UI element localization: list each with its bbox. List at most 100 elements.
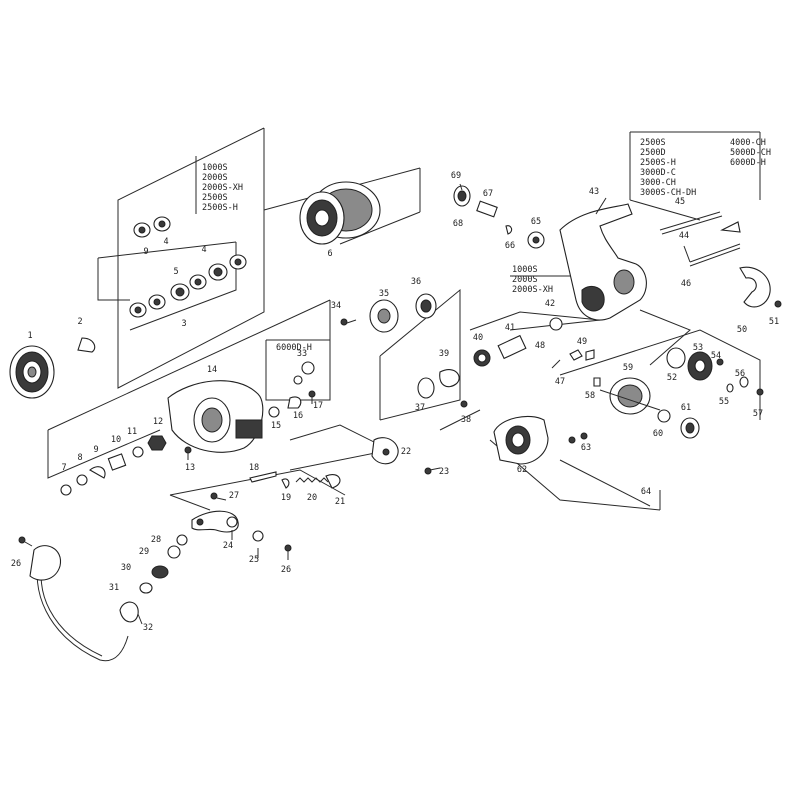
callout-1: 1 xyxy=(27,331,32,341)
callout-53: 53 xyxy=(693,343,703,353)
callout-2: 2 xyxy=(77,317,82,327)
callout-39: 39 xyxy=(439,349,449,359)
callout-59: 59 xyxy=(623,363,633,373)
callout-55: 55 xyxy=(719,397,729,407)
bail-model-c2-0: 4000-CH xyxy=(730,138,766,148)
callout-42: 42 xyxy=(545,299,555,309)
washer-bracket xyxy=(97,258,130,301)
callout-50: 50 xyxy=(737,325,747,335)
callout-26b: 26 xyxy=(11,559,21,569)
model-box-6000 xyxy=(265,339,331,401)
part-58-61-drive-gear xyxy=(593,377,700,439)
part-47-49 xyxy=(551,349,595,369)
callout-20: 20 xyxy=(307,493,317,503)
callout-33: 33 xyxy=(297,349,307,359)
part-23-screw xyxy=(424,467,432,475)
spool-model-3: 2500S xyxy=(202,193,228,203)
bail-model-c2-1: 5000D-CH xyxy=(730,148,771,158)
callout-68: 68 xyxy=(453,219,463,229)
callout-12: 12 xyxy=(153,417,163,427)
callout-21: 21 xyxy=(335,497,345,507)
callout-69: 69 xyxy=(451,171,461,181)
callout-17: 17 xyxy=(313,401,323,411)
body-housing-bracket xyxy=(47,429,161,479)
callout-65: 65 xyxy=(531,217,541,227)
part-small-left xyxy=(60,435,192,496)
callout-18: 18 xyxy=(249,463,259,473)
part-35-36-rotor-nut xyxy=(340,293,437,333)
rotor-model-2: 2000S-XH xyxy=(512,285,553,295)
callout-38: 38 xyxy=(461,415,471,425)
part-44-46-pins xyxy=(659,211,741,267)
callout-46: 46 xyxy=(681,279,691,289)
part-15-17 xyxy=(268,361,316,418)
callout-24: 24 xyxy=(223,541,233,551)
callout-41: 41 xyxy=(505,323,515,333)
callout-5: 5 xyxy=(173,267,178,277)
callout-49: 49 xyxy=(577,337,587,347)
callout-15: 15 xyxy=(271,421,281,431)
bail-model-c1-4: 3000-CH xyxy=(640,178,676,188)
callout-13: 13 xyxy=(185,463,195,473)
callout-31: 31 xyxy=(109,583,119,593)
callout-40: 40 xyxy=(473,333,483,343)
callout-36: 36 xyxy=(411,277,421,287)
callout-61: 61 xyxy=(681,403,691,413)
callout-14: 14 xyxy=(207,365,217,375)
spool-model-0: 1000S xyxy=(202,163,228,173)
callout-8: 8 xyxy=(77,453,82,463)
callout-44: 44 xyxy=(679,231,689,241)
callout-54: 54 xyxy=(711,351,721,361)
callout-62: 62 xyxy=(517,465,527,475)
callout-60: 60 xyxy=(653,429,663,439)
part-37-41-pinion xyxy=(417,317,563,408)
callout-10: 10 xyxy=(111,435,121,445)
callout-58: 58 xyxy=(585,391,595,401)
rotor-model-0: 1000S xyxy=(512,265,538,275)
model-notes: 1000S 2000S 2000S-XH 2500S 2500S-H 6000D… xyxy=(202,138,771,353)
parts xyxy=(9,181,782,662)
rotor-bracket xyxy=(379,288,461,421)
bail-model-c1-3: 3000D-C xyxy=(640,168,676,178)
callout-25: 25 xyxy=(249,555,259,565)
spool-model-2: 2000S-XH xyxy=(202,183,243,193)
callout-29: 29 xyxy=(139,547,149,557)
callout-56: 56 xyxy=(735,369,745,379)
part-18-21-lever xyxy=(249,471,341,489)
bail-model-c1-5: 3000S-CH-DH xyxy=(640,188,696,198)
callout-16: 16 xyxy=(293,411,303,421)
callout-67: 67 xyxy=(483,189,493,199)
callout-30: 30 xyxy=(121,563,131,573)
callout-28: 28 xyxy=(151,535,161,545)
callout-4: 4 xyxy=(163,237,168,247)
callout-23: 23 xyxy=(439,467,449,477)
bail-model-c1-2: 2500S-H xyxy=(640,158,676,168)
callout-45: 45 xyxy=(675,197,685,207)
handle-model-0: 6000D-H xyxy=(276,343,312,353)
callout-48: 48 xyxy=(535,341,545,351)
callout-26: 26 xyxy=(281,565,291,575)
callout-27: 27 xyxy=(229,491,239,501)
callout-32: 32 xyxy=(143,623,153,633)
part-65-69-roller xyxy=(453,185,545,249)
callout-47: 47 xyxy=(555,377,565,387)
callout-19: 19 xyxy=(281,493,291,503)
callout-3: 3 xyxy=(181,319,186,329)
part-43-body xyxy=(559,203,647,321)
callout-43: 43 xyxy=(589,187,599,197)
spool-model-1: 2000S xyxy=(202,173,228,183)
part-50-bail xyxy=(739,266,782,308)
part-washers xyxy=(129,216,247,318)
bail-model-c1-1: 2500D xyxy=(640,148,666,158)
callout-7: 7 xyxy=(61,463,66,473)
callout-63: 63 xyxy=(581,443,591,453)
part-62-housing xyxy=(493,415,588,465)
leader-lines xyxy=(137,183,691,625)
part-32-handle-rod xyxy=(36,555,129,662)
callout-66: 66 xyxy=(505,241,515,251)
callout-9: 9 xyxy=(93,445,98,455)
callout-22: 22 xyxy=(401,447,411,457)
callout-6: 6 xyxy=(327,249,332,259)
